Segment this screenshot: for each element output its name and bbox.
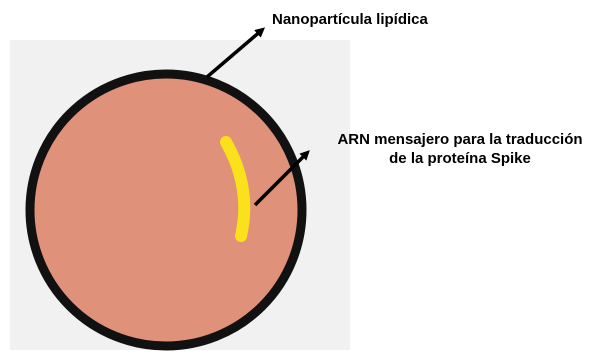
mrna-label: ARN mensajero para la traducción de la p… xyxy=(324,130,596,168)
nanoparticle-label: Nanopartícula lipídica xyxy=(272,10,428,29)
nanoparticle-arrow xyxy=(207,30,262,77)
mrna-label-line-1: ARN mensajero para la traducción xyxy=(324,130,596,149)
mrna-label-line-2: de la proteína Spike xyxy=(324,149,596,168)
lipid-nanoparticle xyxy=(30,74,302,346)
